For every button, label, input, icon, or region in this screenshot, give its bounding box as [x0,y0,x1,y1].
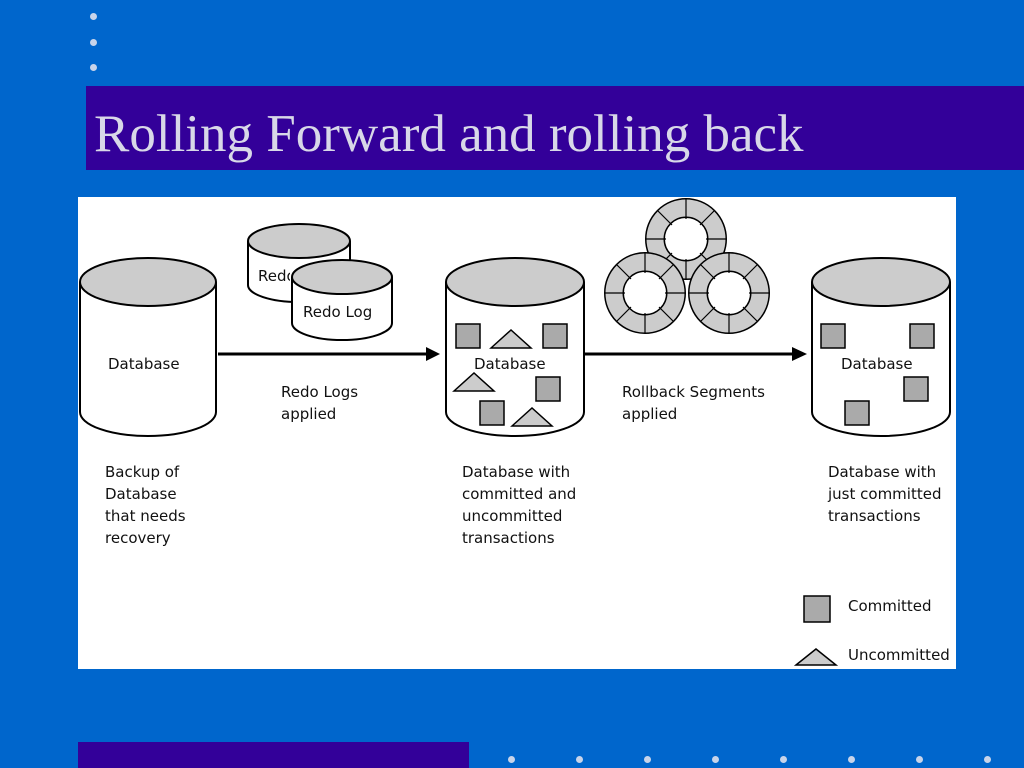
recovered-database-cylinder [811,257,951,437]
committed-square [909,323,935,349]
diagram-graphics [79,198,951,666]
committed-square [479,400,505,426]
decorative-dot [644,756,651,763]
rollback-applied-label: Rollback Segments applied [622,383,765,423]
committed-square [844,400,870,426]
recovered-caption: Database with just committed transaction… [828,463,942,525]
backup-database-label: Database [108,355,180,373]
arrow-rollback-applied [584,347,807,361]
arrow-redo-applied [218,347,440,361]
decorative-dot [90,64,97,71]
middle-database-label: Database [474,355,546,373]
backup-caption: Backup of Database that needs recovery [105,463,186,547]
decorative-dot [916,756,923,763]
committed-square [535,376,561,402]
middle-caption: Database with committed and uncommitted … [462,463,577,547]
decorative-dot [712,756,719,763]
uncommitted-triangle [489,328,533,349]
redo-log-label: Redo Log [303,303,373,321]
decorative-dot [576,756,583,763]
legend-uncommitted-triangle [793,648,839,666]
decorative-dot [90,13,97,20]
committed-square [820,323,846,349]
rollback-ring [688,252,770,334]
legend-committed-label: Committed [848,597,932,615]
recovery-diagram: Database Redo Redo Log Database Database… [78,197,956,669]
redo-log-front-cylinder [291,259,393,341]
decorative-dot [848,756,855,763]
footer-bar [78,742,469,768]
title-bar: Rolling Forward and rolling back [86,86,1024,170]
decorative-dot [984,756,991,763]
legend-committed-square [803,595,831,623]
committed-square [542,323,568,349]
middle-database-cylinder [445,257,585,437]
backup-database-cylinder [79,257,217,437]
legend-uncommitted-label: Uncommitted [848,646,950,664]
decorative-dot [90,39,97,46]
decorative-dot [508,756,515,763]
decorative-dot [780,756,787,763]
committed-square [903,376,929,402]
uncommitted-triangle [452,371,496,392]
slide-title: Rolling Forward and rolling back [94,105,804,163]
rollback-segments-icon [604,198,770,334]
redo-back-label: Redo [258,267,290,285]
uncommitted-triangle [510,406,554,427]
redo-logs-applied-label: Redo Logs applied [281,383,359,423]
committed-square [455,323,481,349]
recovered-database-label: Database [841,355,913,373]
rollback-ring [604,252,686,334]
